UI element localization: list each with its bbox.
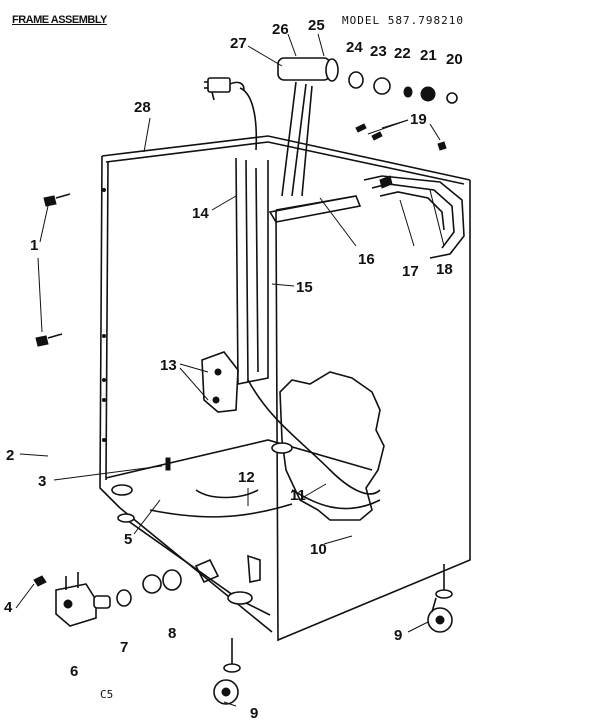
callout-4: 4 xyxy=(4,599,13,616)
footer-code: C5 xyxy=(100,688,114,701)
diagram-title: FRAME ASSEMBLY xyxy=(12,14,107,26)
screws-19 xyxy=(355,123,447,151)
cutaway-edge xyxy=(279,371,385,521)
callout-labels: 1 2 3 4 5 6 7 8 9 9 10 11 12 13 14 15 16… xyxy=(4,17,463,722)
caster-front xyxy=(213,638,241,705)
callout-22: 22 xyxy=(394,45,411,62)
callout-9-rear: 9 xyxy=(394,627,402,644)
valve-assembly xyxy=(33,569,182,627)
duct-panel xyxy=(255,167,362,373)
callout-24: 24 xyxy=(346,39,363,56)
callout-5: 5 xyxy=(124,531,132,548)
callout-9-front: 9 xyxy=(250,705,258,722)
power-cord xyxy=(204,77,245,101)
callout-12: 12 xyxy=(238,469,255,486)
callout-8: 8 xyxy=(168,625,176,642)
callout-17: 17 xyxy=(402,263,419,280)
callout-25: 25 xyxy=(308,17,325,34)
callout-28: 28 xyxy=(134,99,151,116)
callout-1: 1 xyxy=(30,237,38,254)
callout-13: 13 xyxy=(160,357,177,374)
callout-16: 16 xyxy=(358,251,375,268)
callout-7: 7 xyxy=(120,639,128,656)
callout-18: 18 xyxy=(436,261,453,278)
wiring-harness xyxy=(149,81,381,518)
callout-26: 26 xyxy=(272,21,289,38)
bracket-13 xyxy=(201,351,239,413)
caster-rear xyxy=(427,564,453,633)
callout-10: 10 xyxy=(310,541,327,558)
callout-11: 11 xyxy=(290,487,306,504)
callout-27: 27 xyxy=(230,35,247,52)
callout-2: 2 xyxy=(6,447,14,464)
callout-3: 3 xyxy=(38,473,46,490)
callout-20: 20 xyxy=(446,51,463,68)
model-number: MODEL 587.798210 xyxy=(342,14,464,27)
callout-15: 15 xyxy=(296,279,313,296)
callout-23: 23 xyxy=(370,43,387,60)
callout-19: 19 xyxy=(410,111,427,128)
callout-14: 14 xyxy=(192,205,209,222)
callout-6: 6 xyxy=(70,663,78,680)
screws-1 xyxy=(35,193,71,347)
terminal-block xyxy=(277,57,458,104)
leader-lines xyxy=(15,33,445,707)
callout-21: 21 xyxy=(420,47,437,64)
base-parts xyxy=(111,442,293,605)
blower-housing xyxy=(363,175,465,259)
